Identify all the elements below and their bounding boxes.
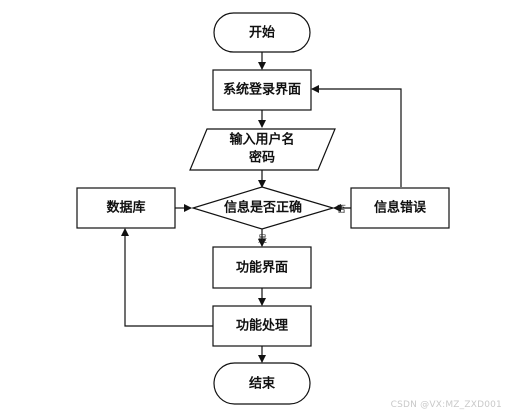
login-label: 系统登录界面 (223, 82, 301, 98)
function-page-label: 功能界面 (236, 260, 288, 276)
start-terminator (213, 12, 311, 53)
edge-error-to-login (311, 85, 402, 187)
input-label-line1: 输入用户名 (229, 132, 294, 148)
database-label: 数据库 (106, 200, 145, 216)
decision-label: 信息是否正确 (224, 200, 302, 216)
edge-label-yes: 是 (258, 234, 267, 245)
error-label: 信息错误 (374, 200, 427, 216)
nodes (76, 12, 450, 405)
input-parallelogram (189, 128, 336, 171)
node-labels: 开始 系统登录界面 输入用户名 密码 信息是否正确 数据库 信息错误 功能界面 … (106, 25, 427, 392)
end-label: 结束 (249, 376, 276, 392)
watermark-text: CSDN @VX:MZ_ZXD001 (390, 400, 502, 410)
edges (121, 52, 402, 363)
edge-process-to-database (121, 228, 213, 327)
edge-label-no: 否 (337, 204, 346, 215)
function-process-label: 功能处理 (236, 318, 288, 334)
decision-diamond (190, 186, 336, 230)
function-page-box (212, 246, 312, 289)
start-label: 开始 (249, 25, 275, 41)
database-box (76, 187, 176, 229)
input-label-line2: 密码 (248, 150, 275, 166)
error-box (350, 187, 450, 229)
function-process-box (212, 305, 312, 347)
end-terminator (213, 362, 311, 405)
login-process-box (212, 69, 312, 111)
